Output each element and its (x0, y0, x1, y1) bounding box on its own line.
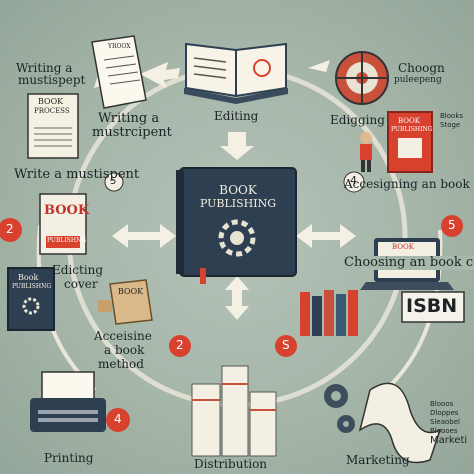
label-writing-mid-2: mustrcipent (92, 125, 172, 140)
label-write-left: Write a mustispent (14, 167, 140, 182)
center-book-title-1: BOOK (219, 183, 257, 197)
label-accesigning: Accesigning an book cov (344, 177, 474, 191)
process-doc-title-1: BOOK (38, 97, 64, 106)
book-process-doc (27, 93, 79, 159)
label-editing-cover-2: cover (64, 277, 98, 291)
badge-2-mid: 2 (176, 338, 184, 352)
arrow-left-double (112, 224, 176, 248)
label-choogn: Choogn (398, 61, 445, 75)
isbn-box (401, 291, 465, 323)
badge-2-left: 2 (6, 222, 14, 236)
red-book-right (387, 111, 433, 173)
right-edge-item: Sleaobel (430, 418, 460, 426)
box-package (98, 279, 153, 325)
center-book-title-2: PUBLISHING (199, 197, 277, 210)
label-editing-top: Editing (214, 109, 259, 123)
label-edigging: Edigging (330, 113, 385, 127)
arrow-vertical-double (225, 276, 249, 320)
paper-label: YROOX (108, 43, 131, 50)
label-isbn: ISBN (406, 295, 458, 317)
scroll-paper (358, 382, 442, 464)
right-edge-item: Blooos (430, 400, 454, 408)
badge-4-print: 4 (114, 412, 122, 426)
label-editing-cover-1: Edicting (52, 263, 104, 277)
cover-left-title-2: PUBLISHNG (47, 237, 87, 244)
label-writing-mid: Writing a (98, 111, 160, 126)
label-writing-top: Writing a (16, 61, 73, 75)
book-shelf (300, 290, 358, 336)
box-label: BOOK (118, 287, 144, 296)
right-edge-item: Blooks (440, 112, 464, 120)
badge-4-right: 4 (350, 174, 357, 187)
right-edge-item: Dloppes (430, 409, 459, 417)
center-book (176, 167, 297, 284)
process-doc-title-2: PROCESS (34, 107, 70, 115)
badge-5-left: 5 (110, 176, 117, 187)
badge-5-right: 5 (448, 218, 456, 232)
dark-book-title-2: PUBLISHNG (12, 283, 52, 290)
badges (0, 171, 463, 432)
typewriter (30, 371, 106, 432)
paper-stacks (191, 365, 277, 457)
arrow-top-left (140, 62, 180, 88)
right-edge-item: Stoge (440, 121, 461, 129)
label-acceisine-3: method (98, 357, 144, 371)
right-edge-list: Blooks Stoge (440, 112, 474, 130)
label-acceisine-1: Acceisine (94, 329, 152, 343)
manuscript-paper (91, 35, 147, 109)
right-edge-item: Marketi (430, 435, 468, 446)
arrow-right-double (296, 224, 356, 248)
arrow-top-right (308, 60, 330, 72)
right-edge-list-bottom: Blooos Dloppes Sleaobel Bloooes Marketi (430, 400, 474, 445)
label-pulreping: puleepeng (394, 75, 442, 85)
red-book-title-2: PUBLISHING (391, 126, 433, 133)
book-cover-left (39, 193, 87, 255)
label-marketing: Marketing (346, 453, 410, 467)
badge-s-dist: S (282, 338, 290, 352)
red-book-title-1: BOOK (398, 117, 420, 125)
right-edge-item: Bloooes (430, 427, 458, 435)
editing-wheel (335, 51, 389, 105)
person-figure (360, 132, 372, 172)
open-book-top (184, 42, 288, 104)
label-distribution: Distribution (194, 457, 268, 471)
dark-book-title-1: Book (18, 273, 39, 282)
laptop-label: BOOK (392, 243, 414, 251)
dark-book-left (7, 267, 55, 331)
label-printing: Printing (44, 451, 94, 465)
label-writing-top-2: mustispept (18, 73, 86, 87)
cycle-arc-right (378, 229, 443, 397)
gears-icon (324, 384, 355, 433)
label-choosing: Choosing an book co (344, 255, 474, 271)
arrow-down (220, 132, 254, 160)
cover-left-title-1: BOOK (44, 203, 90, 218)
label-acceisine-2: a book (104, 343, 145, 357)
